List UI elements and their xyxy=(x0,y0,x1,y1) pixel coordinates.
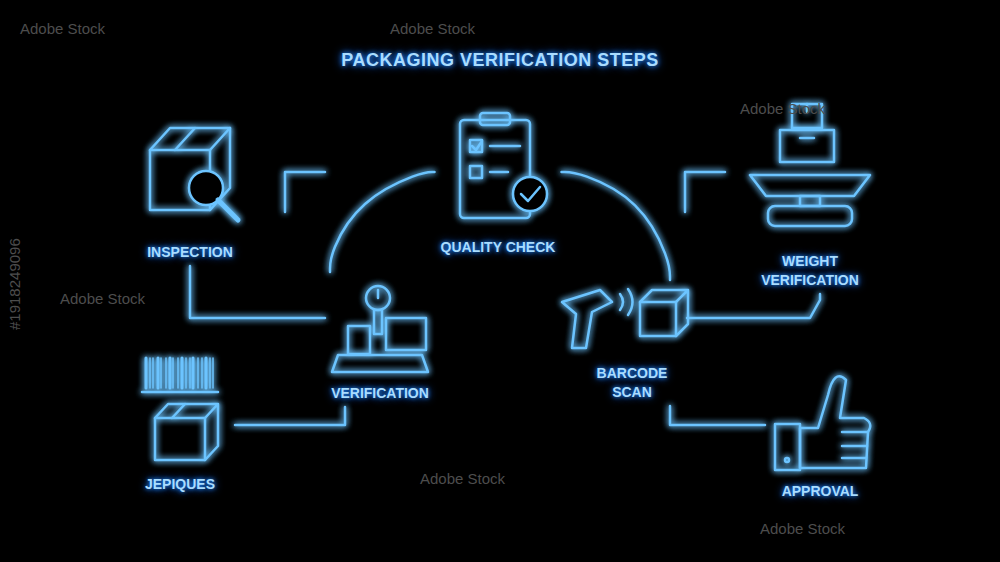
barcode-stroke xyxy=(189,358,191,388)
scanner-icon xyxy=(562,289,688,348)
step-label: QUALITY CHECK xyxy=(441,238,556,257)
step-node: BARCODE SCAN xyxy=(577,280,687,406)
step-label: APPROVAL xyxy=(782,482,859,501)
icon-space xyxy=(583,280,681,364)
barcode-stroke xyxy=(169,358,172,388)
barcode-stroke xyxy=(165,358,167,388)
connector xyxy=(562,172,671,280)
watermark: #1918249096 xyxy=(6,238,23,330)
pad xyxy=(141,262,239,266)
barcode-stroke xyxy=(149,358,151,388)
connector xyxy=(330,172,435,272)
pad xyxy=(754,290,866,294)
step-node: INSPECTION xyxy=(135,115,245,266)
connector xyxy=(687,294,820,318)
step-label: VERIFICATION xyxy=(331,384,429,403)
step-label: BARCODE SCAN xyxy=(587,364,677,402)
bracket xyxy=(685,172,725,212)
watermark: Adobe Stock xyxy=(760,520,845,537)
thumbs-up-icon xyxy=(775,376,870,470)
watermark: Adobe Stock xyxy=(20,20,105,37)
watermark: Adobe Stock xyxy=(740,100,825,117)
step-label: WEIGHT VERIFICATION xyxy=(754,252,866,290)
pad xyxy=(331,403,429,407)
scale-icon xyxy=(332,286,428,372)
inspection-icon xyxy=(150,128,238,220)
barcode-stroke xyxy=(181,358,184,388)
icon-space xyxy=(754,100,866,252)
barcode-stroke xyxy=(157,358,160,388)
clipboard-icon xyxy=(460,113,547,218)
watermark: Adobe Stock xyxy=(60,290,145,307)
icon-space xyxy=(771,360,869,482)
barcode-stroke xyxy=(160,358,162,388)
bracket xyxy=(285,172,325,212)
watermark: Adobe Stock xyxy=(420,470,505,487)
icon-space xyxy=(131,345,229,475)
step-node: JEPIQUES xyxy=(125,345,235,498)
step-node: VERIFICATION xyxy=(325,272,435,407)
barcode-stroke xyxy=(205,358,208,388)
barcode-stroke xyxy=(152,358,154,388)
barcode-stroke xyxy=(172,358,174,388)
watermark: Adobe Stock xyxy=(390,20,475,37)
pad xyxy=(583,402,681,406)
step-node: WEIGHT VERIFICATION xyxy=(748,100,872,294)
barcode-stroke xyxy=(197,358,199,388)
barcode-stroke xyxy=(185,358,187,388)
barcode-stroke xyxy=(201,358,203,388)
barcode-stroke xyxy=(212,358,214,388)
connector xyxy=(670,406,765,425)
barcode-stroke xyxy=(145,358,148,388)
icon-space xyxy=(441,108,556,238)
barcode-base xyxy=(142,391,218,394)
pad xyxy=(441,257,556,261)
barcode-stroke xyxy=(192,358,195,388)
step-label: INSPECTION xyxy=(147,243,233,262)
pad xyxy=(131,494,229,498)
barcode-box-icon xyxy=(142,358,218,460)
step-node: QUALITY CHECK xyxy=(435,108,562,261)
title: PACKAGING VERIFICATION STEPS xyxy=(0,50,1000,71)
connector xyxy=(235,407,345,425)
scale-icon xyxy=(750,104,870,226)
pad xyxy=(771,501,869,505)
barcode-stroke xyxy=(177,358,179,388)
icon-space xyxy=(331,272,429,384)
connector xyxy=(190,266,325,318)
barcode-stroke xyxy=(209,358,211,388)
icon-space xyxy=(141,115,239,243)
step-node: APPROVAL xyxy=(765,360,875,505)
step-label: JEPIQUES xyxy=(145,475,215,494)
